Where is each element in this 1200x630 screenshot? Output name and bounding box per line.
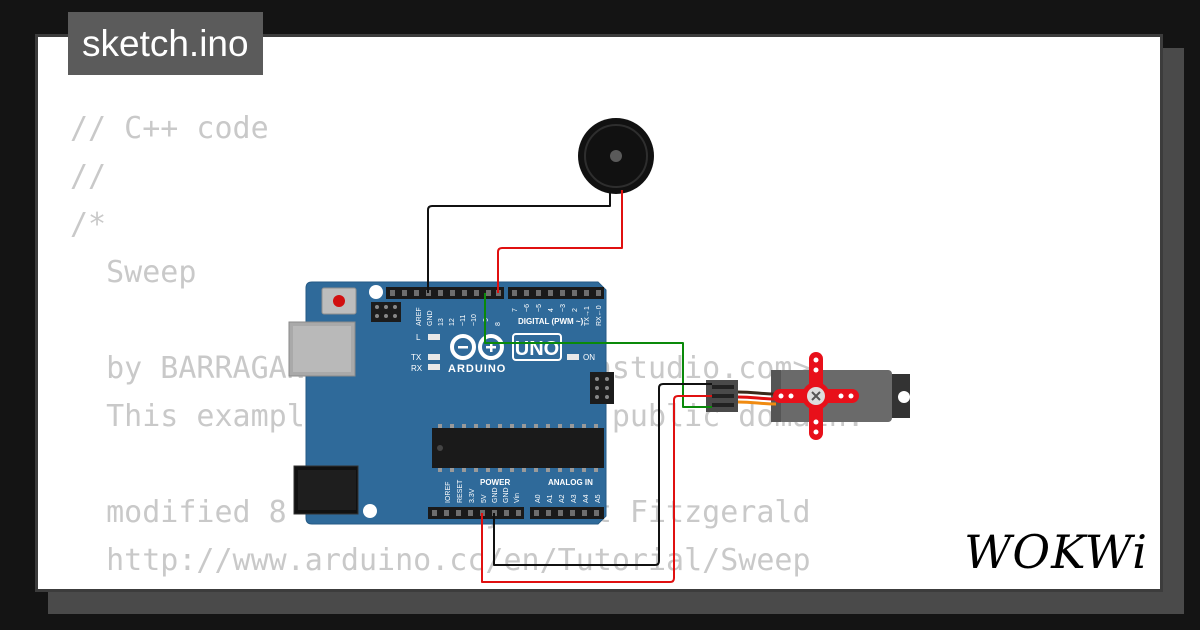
pin-label: AREF [416,307,423,326]
servo-motor[interactable] [706,352,910,440]
uno-logo-text: UNO [515,338,559,360]
pin-label: IOREF [445,482,452,503]
analog-label: ANALOG IN [548,478,593,487]
pin-label: TX→1 [584,306,591,326]
led-on-label: ON [583,353,595,362]
pin-label: A0 [535,494,542,503]
pin-label: 2 [572,308,579,312]
power-label: POWER [480,478,510,487]
pin-label: 3.3V [469,488,476,503]
pin-label: RESET [457,479,464,503]
wokwi-logo: WOKWi [964,525,1148,579]
wire-servo-5v[interactable] [481,395,712,583]
pin-label: GND [492,487,499,503]
atmega-chip [432,424,604,472]
pin-label: ~11 [460,315,467,326]
analog-header [530,507,604,519]
pin-label: ~9 [483,318,490,326]
pin-label: A4 [583,494,590,503]
pin-label: 4 [548,308,555,312]
code-line: Sweep [70,255,197,290]
pin-label: 13 [438,318,445,326]
led-rx [428,364,440,370]
pin-label: 7 [512,308,519,312]
wire-servo-gnd[interactable] [493,383,712,566]
pin-label: RX←0 [596,305,603,326]
pin-label: A2 [559,494,566,503]
pin-label: A1 [547,494,554,503]
icsp-header [371,302,401,322]
power-header [428,507,524,519]
servo-horn[interactable] [773,352,859,440]
pin-label: ~5 [536,304,543,312]
pin-label: GND [503,487,510,503]
pin-label: 5V [481,494,488,503]
reset-button-cap[interactable] [333,295,345,307]
arduino-brand-text: ARDUINO [448,363,506,375]
led-l-label: L [416,333,421,342]
digital-header-b [508,287,604,299]
pin-label: Vin [514,493,521,503]
icsp-header-right [590,372,614,404]
file-tab[interactable]: sketch.ino [68,12,263,75]
pin-label: 12 [449,318,456,326]
pin-label: A3 [571,494,578,503]
wire-servo-signal[interactable] [484,293,712,408]
code-line: // [70,159,107,194]
pin-label: ~6 [524,304,531,312]
code-line: // C++ code [70,111,269,146]
led-tx [428,354,440,360]
pin-label: GND [427,310,434,326]
pin-label: ~10 [471,314,478,326]
wire-buzzer-gnd[interactable] [427,190,611,293]
mount-hole [369,285,383,299]
mount-hole [363,504,377,518]
arduino-uno-board[interactable]: AREF GND 13 12 ~11 ~10 ~9 8 7 ~6 ~5 4 ~3… [288,281,614,525]
pin-label: ~3 [560,304,567,312]
led-l [428,334,440,340]
code-line: /* [70,207,107,242]
led-rx-label: RX [411,364,423,373]
piezo-buzzer[interactable] [578,118,654,194]
code-line: http://www.arduino.cc/en/Tutorial/Sweep [70,543,811,578]
led-tx-label: TX [411,353,422,362]
led-on [567,354,579,360]
wire-buzzer-pin8[interactable] [497,190,623,293]
digital-label: DIGITAL (PWM ~) [518,317,584,326]
pin-label: A5 [595,494,602,503]
pin-label: 8 [495,322,502,326]
